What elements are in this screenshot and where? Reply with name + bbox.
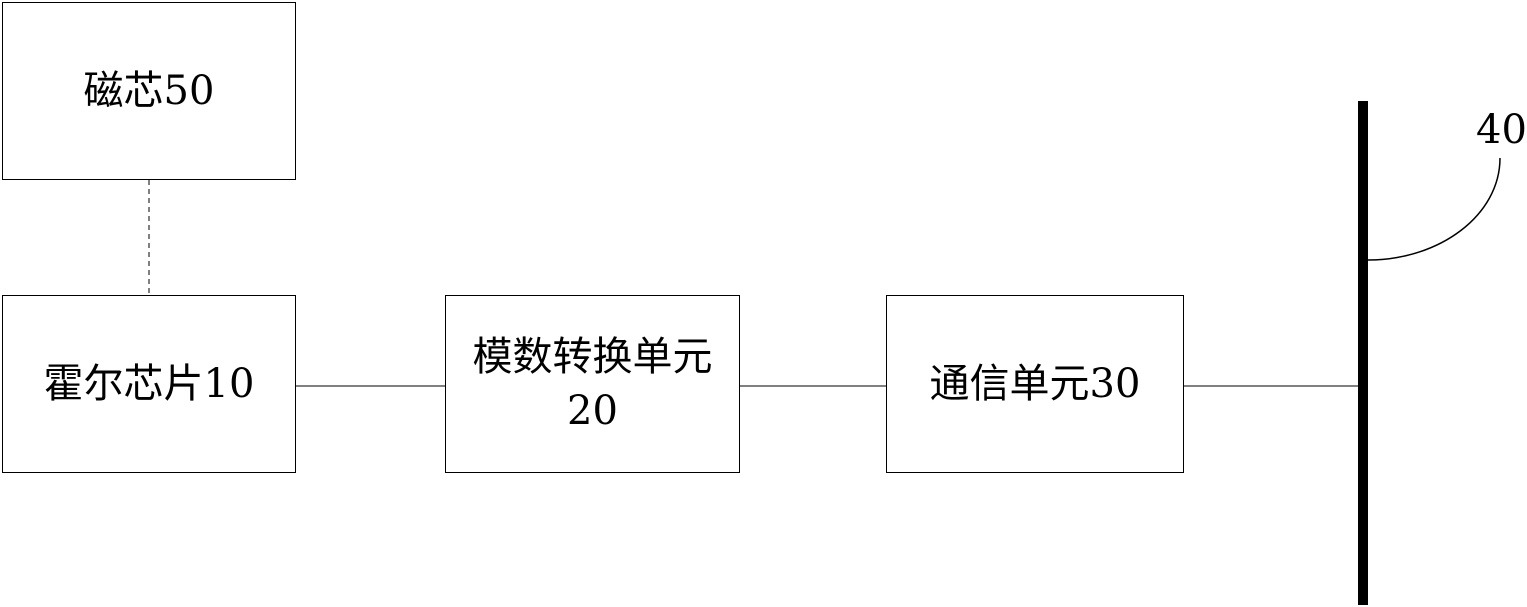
- adc-unit-block: 模数转换单元20: [445, 295, 740, 473]
- hall-chip-label: 霍尔芯片10: [43, 361, 255, 407]
- communication-unit-block: 通信单元30: [886, 295, 1184, 473]
- bus-bar: [1358, 101, 1368, 605]
- bus-leader-line: [1367, 157, 1501, 261]
- magnetic-core-block: 磁芯50: [2, 2, 296, 180]
- communication-unit-label: 通信单元30: [929, 361, 1141, 407]
- hall-chip-block: 霍尔芯片10: [2, 295, 296, 473]
- adc-unit-label: 模数转换单元20: [472, 334, 713, 434]
- magnetic-core-label: 磁芯50: [83, 68, 215, 114]
- bus-reference-label: 40: [1476, 107, 1527, 153]
